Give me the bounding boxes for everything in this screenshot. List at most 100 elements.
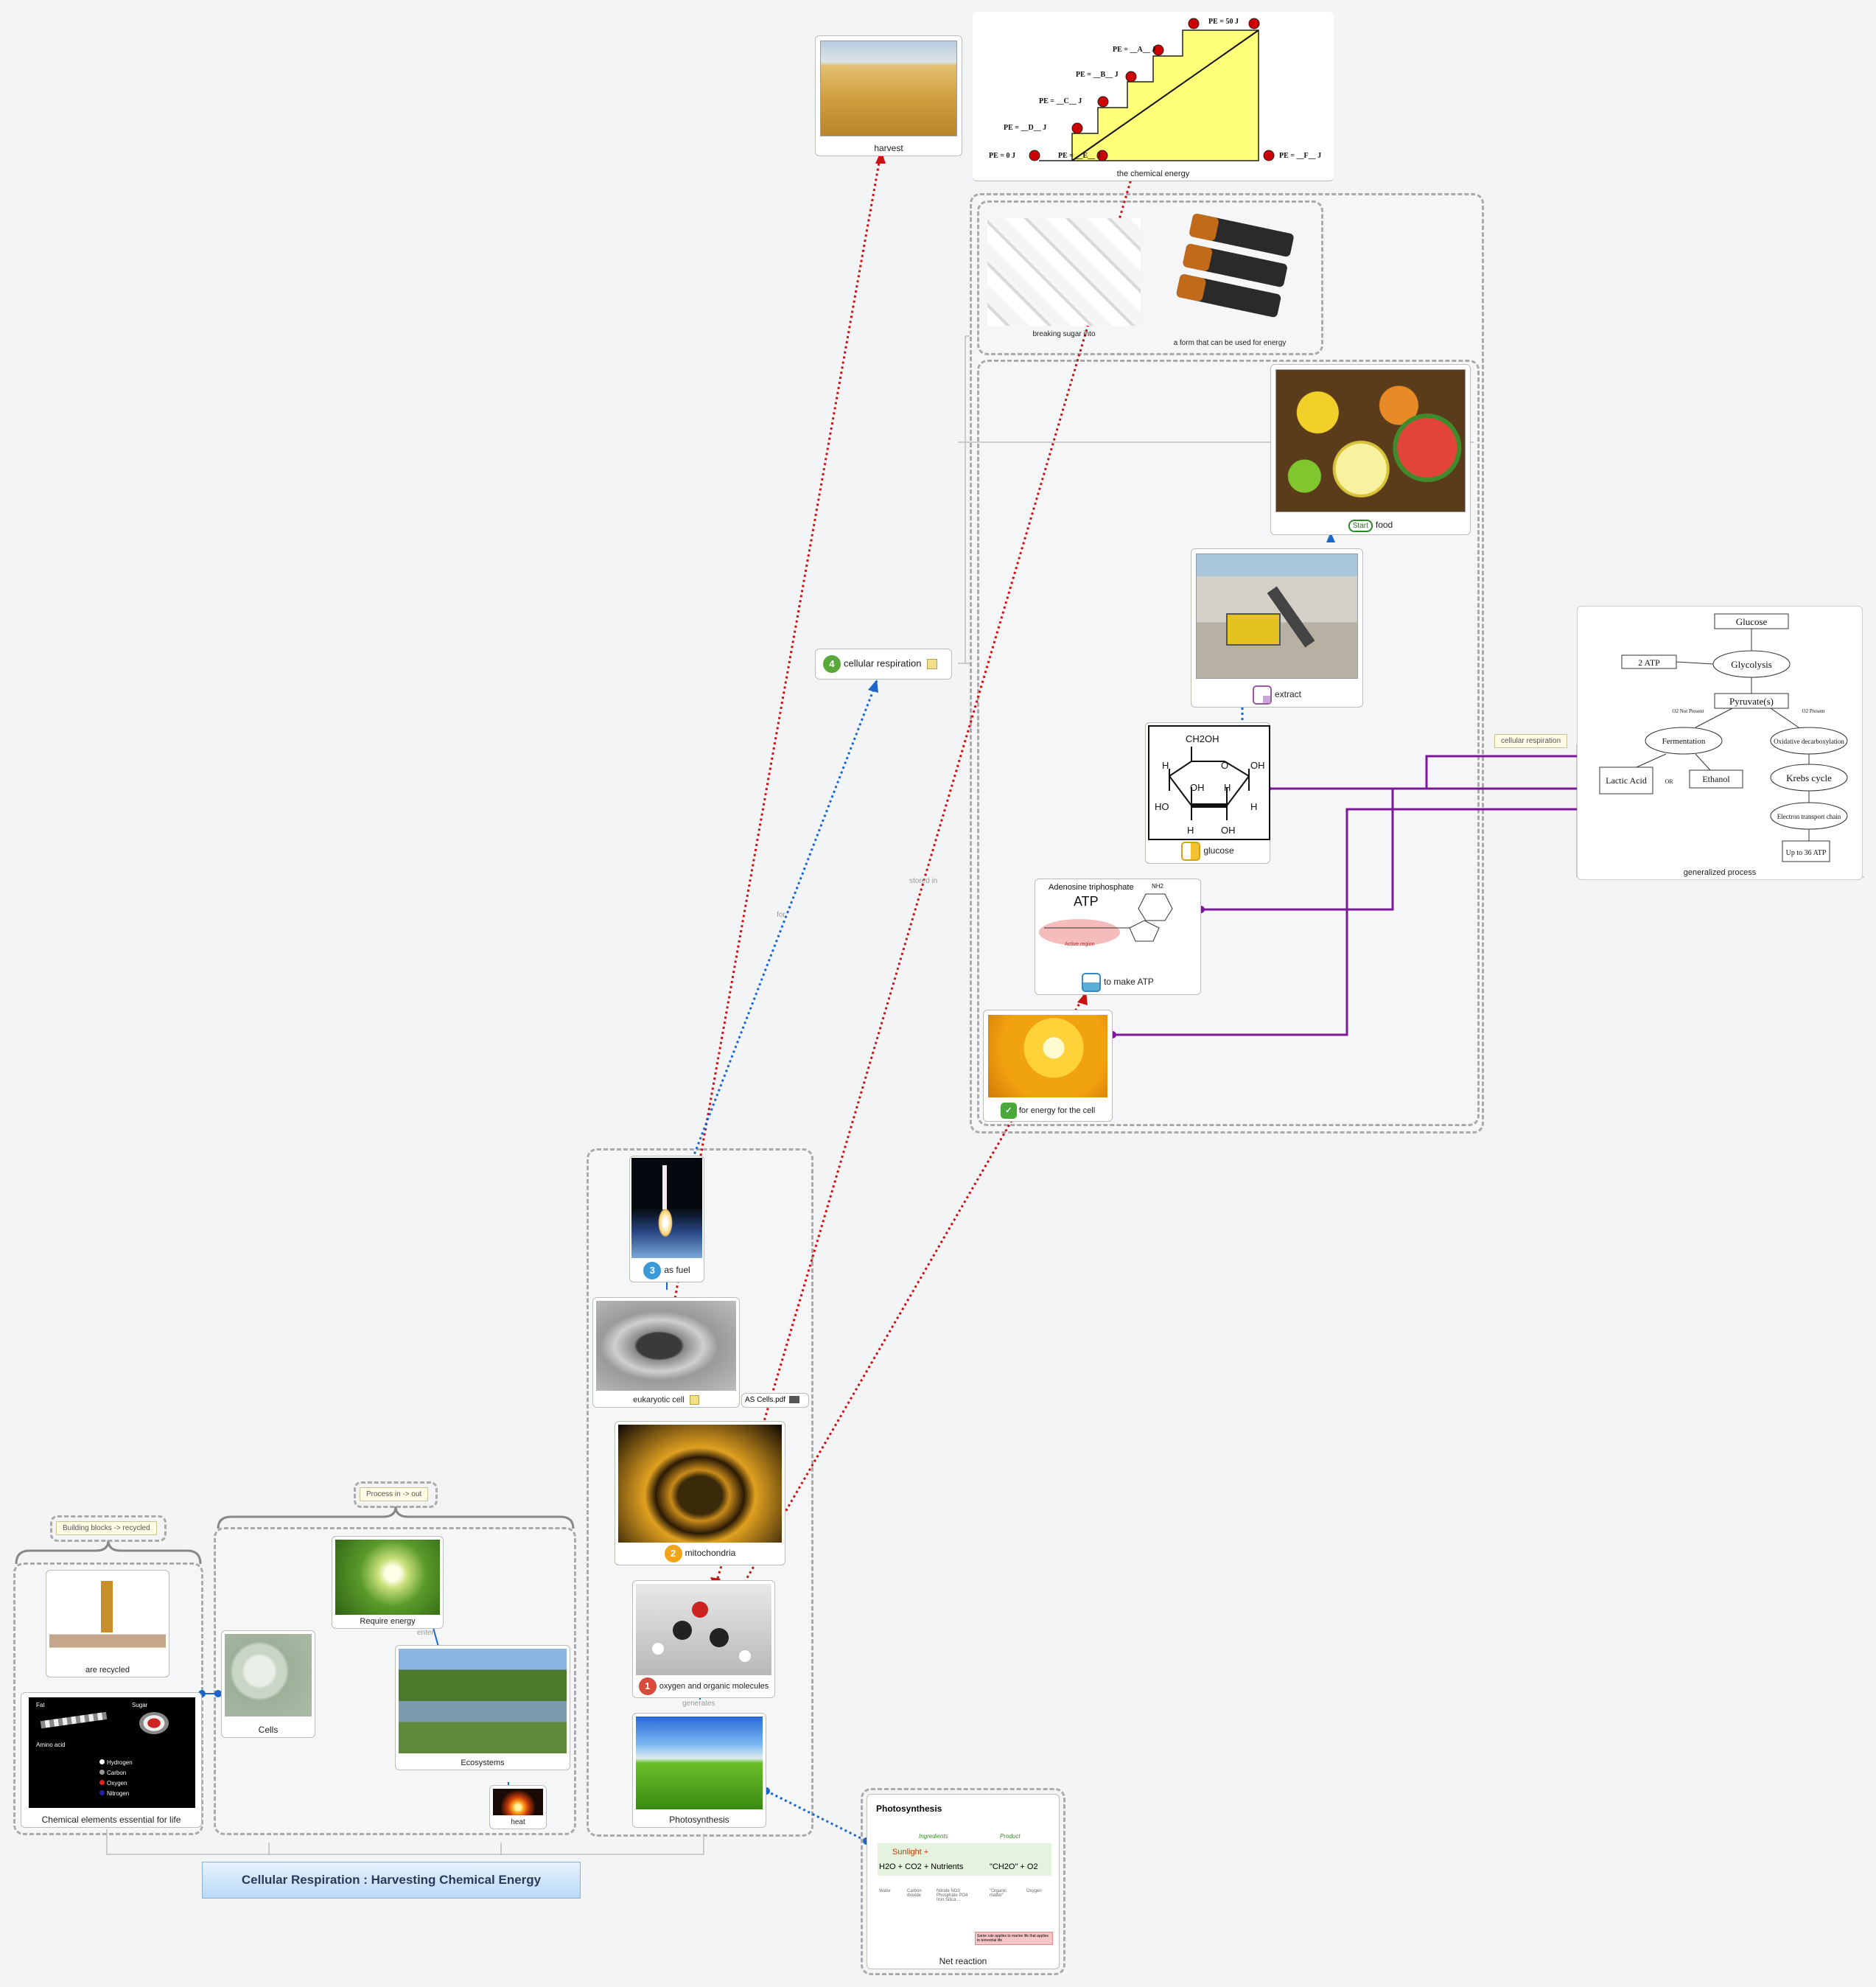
node-glucose[interactable]: CH2OH O H OH HO OH H H H OH glucose	[1145, 722, 1270, 864]
summary-box-building-blocks	[50, 1515, 167, 1542]
rel-label-stored-in: stored in	[909, 877, 938, 885]
priority-3-badge: 3	[643, 1262, 662, 1279]
node-net-reaction[interactable]: Photosynthesis Ingredients Product Sunli…	[867, 1794, 1060, 1969]
brace-recycled	[15, 1540, 202, 1565]
rel-label-enter: enter	[417, 1629, 434, 1637]
priority-4-badge: 4	[823, 655, 841, 673]
atom-carbon-2	[710, 1628, 729, 1647]
rel-energy-process	[1113, 808, 1584, 1036]
chem-legend-carbon: Carbon	[99, 1770, 126, 1776]
node-breaking-sugar[interactable]: breaking sugar into	[983, 214, 1145, 341]
rel-for	[691, 680, 878, 1159]
node-cells[interactable]: Cells	[221, 1630, 315, 1738]
summary-process[interactable]: Process in -> out	[360, 1487, 429, 1501]
node-photosynthesis[interactable]: Photosynthesis	[632, 1713, 766, 1828]
as-fuel-label: as fuel	[664, 1265, 690, 1276]
chem-fat: Fat	[36, 1702, 45, 1708]
bamboo-shape	[101, 1581, 113, 1632]
gp-krebs: Krebs cycle	[1786, 772, 1832, 783]
node-ecosystems[interactable]: Ecosystems	[395, 1645, 570, 1770]
image-mining-excavator	[1196, 554, 1358, 679]
glu-h1: H	[1162, 760, 1169, 771]
image-wheat-field	[820, 41, 957, 136]
node-heat[interactable]: heat	[489, 1785, 547, 1829]
node-chemical-energy[interactable]: PE = 50 J PE = __A__ J PE = __B__ J PE =…	[973, 12, 1334, 181]
caption-glucose: glucose	[1146, 842, 1270, 861]
panel-organic: "Organic matter"	[990, 1889, 1007, 1898]
rel-label-generates: generates	[682, 1700, 715, 1708]
ball-d	[1071, 122, 1083, 134]
attachment-as-cells-pdf[interactable]: AS Cells.pdf	[741, 1393, 809, 1408]
central-topic[interactable]: Cellular Respiration : Harvesting Chemic…	[202, 1862, 581, 1899]
node-harvest[interactable]: harvest	[815, 35, 962, 156]
boundary-sugar	[977, 200, 1323, 355]
glu-h4: H	[1187, 825, 1194, 836]
panel-products: "CH2O" + O2	[990, 1862, 1038, 1871]
caption-generalized-process: generalized process	[1683, 868, 1757, 877]
node-eukaryotic-cell[interactable]: eukaryotic cell	[592, 1297, 740, 1408]
oxygen-label: oxygen and organic molecules	[659, 1681, 769, 1691]
image-forest-sunlight	[335, 1540, 440, 1615]
checkmark-icon: ✓	[1000, 1103, 1017, 1119]
task-half-icon	[1181, 842, 1201, 861]
ball-a	[1152, 44, 1164, 56]
ball-f	[1263, 150, 1275, 161]
atom-carbon-1	[673, 1621, 692, 1640]
caption-cells: Cells	[258, 1725, 279, 1735]
node-to-make-atp[interactable]: Adenosine triphosphate ATP Active region…	[1035, 879, 1201, 995]
ball-e	[1096, 150, 1108, 161]
rocket-shape	[662, 1165, 667, 1209]
node-form-energy[interactable]: a form that can be used for energy	[1154, 206, 1306, 349]
label-cellular-respiration[interactable]: cellular respiration	[1494, 734, 1568, 748]
node-generalized-process[interactable]: Glucose 2 ATP Glycolysis Pyruvate(s) O2 …	[1577, 606, 1863, 880]
task-quarter-blue-icon	[1082, 973, 1102, 992]
attachment-label: AS Cells.pdf	[745, 1396, 786, 1404]
atom-h2	[739, 1650, 751, 1662]
node-are-recycled[interactable]: are recycled	[46, 1570, 169, 1677]
label-pe-zero: PE = 0 J	[989, 152, 1015, 160]
node-chemical-elements[interactable]: Fat Sugar Amino acid Hydrogen Carbon Oxy…	[21, 1692, 202, 1828]
label-pe-top: PE = 50 J	[1208, 18, 1239, 26]
food-label: food	[1375, 520, 1393, 530]
chem-sugar-ring	[139, 1712, 169, 1734]
image-glycolysis-flow: Glucose 2 ATP Glycolysis Pyruvate(s) O2 …	[1599, 613, 1848, 862]
panel-reactants: H2O + CO2 + Nutrients	[879, 1862, 964, 1871]
panel-equation-band	[878, 1843, 1051, 1876]
label-pe-a: PE = __A__ J	[1113, 46, 1155, 54]
start-badge: Start	[1348, 520, 1373, 532]
atom-h1	[652, 1643, 664, 1655]
node-require-energy[interactable]: Require energy	[332, 1536, 444, 1629]
panel-sunlight: Sunlight +	[892, 1848, 929, 1857]
panel-ingredients: Ingredients	[919, 1833, 948, 1840]
node-energy-cell[interactable]: ✓for energy for the cell	[983, 1010, 1113, 1122]
gp-ethanol: Ethanol	[1702, 774, 1730, 784]
mitochondria-label: mitochondria	[685, 1548, 736, 1559]
rel-photo-panel	[766, 1789, 867, 1843]
caption-heat: heat	[511, 1818, 525, 1826]
cellular-respiration-text: cellular respiration	[844, 657, 922, 669]
ball-c	[1097, 96, 1109, 108]
chem-fat-chain	[40, 1711, 108, 1729]
image-glucose-structure: CH2OH O H OH HO OH H H H OH	[1148, 725, 1270, 840]
gp-up-to: Up to 36 ATP	[1786, 849, 1827, 857]
eukaryotic-cell-label: eukaryotic cell	[633, 1395, 685, 1405]
node-extract[interactable]: extract	[1191, 548, 1363, 708]
image-batteries	[1176, 213, 1294, 318]
gp-2atp: 2 ATP	[1638, 657, 1660, 668]
label-pe-c: PE = __C__ J	[1039, 97, 1082, 105]
atom-oxygen	[692, 1602, 708, 1618]
gp-glucose: Glucose	[1736, 616, 1768, 627]
rel-glucose-process	[1267, 755, 1584, 790]
caption-breaking-sugar: breaking sugar into	[1032, 330, 1096, 338]
brace-process	[217, 1506, 575, 1529]
summary-building-blocks[interactable]: Building blocks -> recycled	[56, 1521, 157, 1535]
ball-zero	[1029, 150, 1040, 161]
